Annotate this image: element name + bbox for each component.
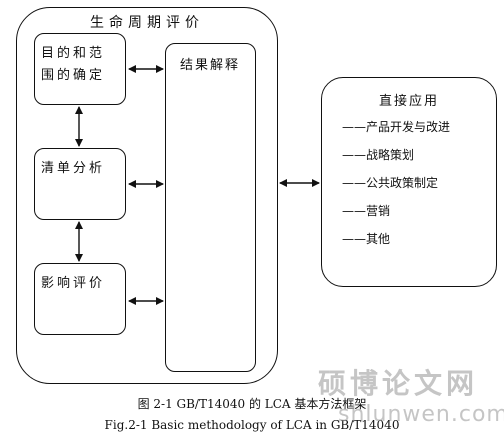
lca-frame-title: 生命周期评价 bbox=[90, 15, 204, 31]
inventory-analysis-box: 清单分析 bbox=[34, 148, 126, 220]
impact-assessment-label: 影响评价 bbox=[41, 276, 106, 291]
inventory-analysis-label: 清单分析 bbox=[41, 161, 106, 176]
impact-assessment-box: 影响评价 bbox=[34, 263, 126, 335]
figure-caption-en: Fig.2-1 Basic methodology of LCA in GB/T… bbox=[104, 418, 400, 432]
watermark-url: shlunwen.com bbox=[338, 402, 504, 427]
application-item: ——营销 bbox=[342, 204, 391, 218]
application-item: ——其他 bbox=[342, 232, 391, 246]
goal-scope-box: 目的和范 围的确定 bbox=[34, 33, 126, 105]
goal-scope-label-line2: 围的确定 bbox=[41, 68, 106, 83]
direct-applications-box: 直接应用 ——产品开发与改进 ——战略策划 ——公共政策制定 ——营销 ——其他 bbox=[321, 77, 497, 287]
interpretation-box: 结果解释 bbox=[165, 43, 256, 372]
direct-applications-title: 直接应用 bbox=[378, 94, 439, 109]
goal-scope-label-line1: 目的和范 bbox=[41, 46, 106, 61]
interpretation-label: 结果解释 bbox=[180, 58, 241, 73]
application-item: ——战略策划 bbox=[342, 148, 415, 162]
application-item: ——公共政策制定 bbox=[342, 176, 439, 190]
application-item: ——产品开发与改进 bbox=[342, 120, 451, 134]
figure-caption-cn: 图 2-1 GB/T14040 的 LCA 基本方法框架 bbox=[137, 397, 367, 411]
watermark-title: 硕博论文网 bbox=[318, 367, 479, 400]
